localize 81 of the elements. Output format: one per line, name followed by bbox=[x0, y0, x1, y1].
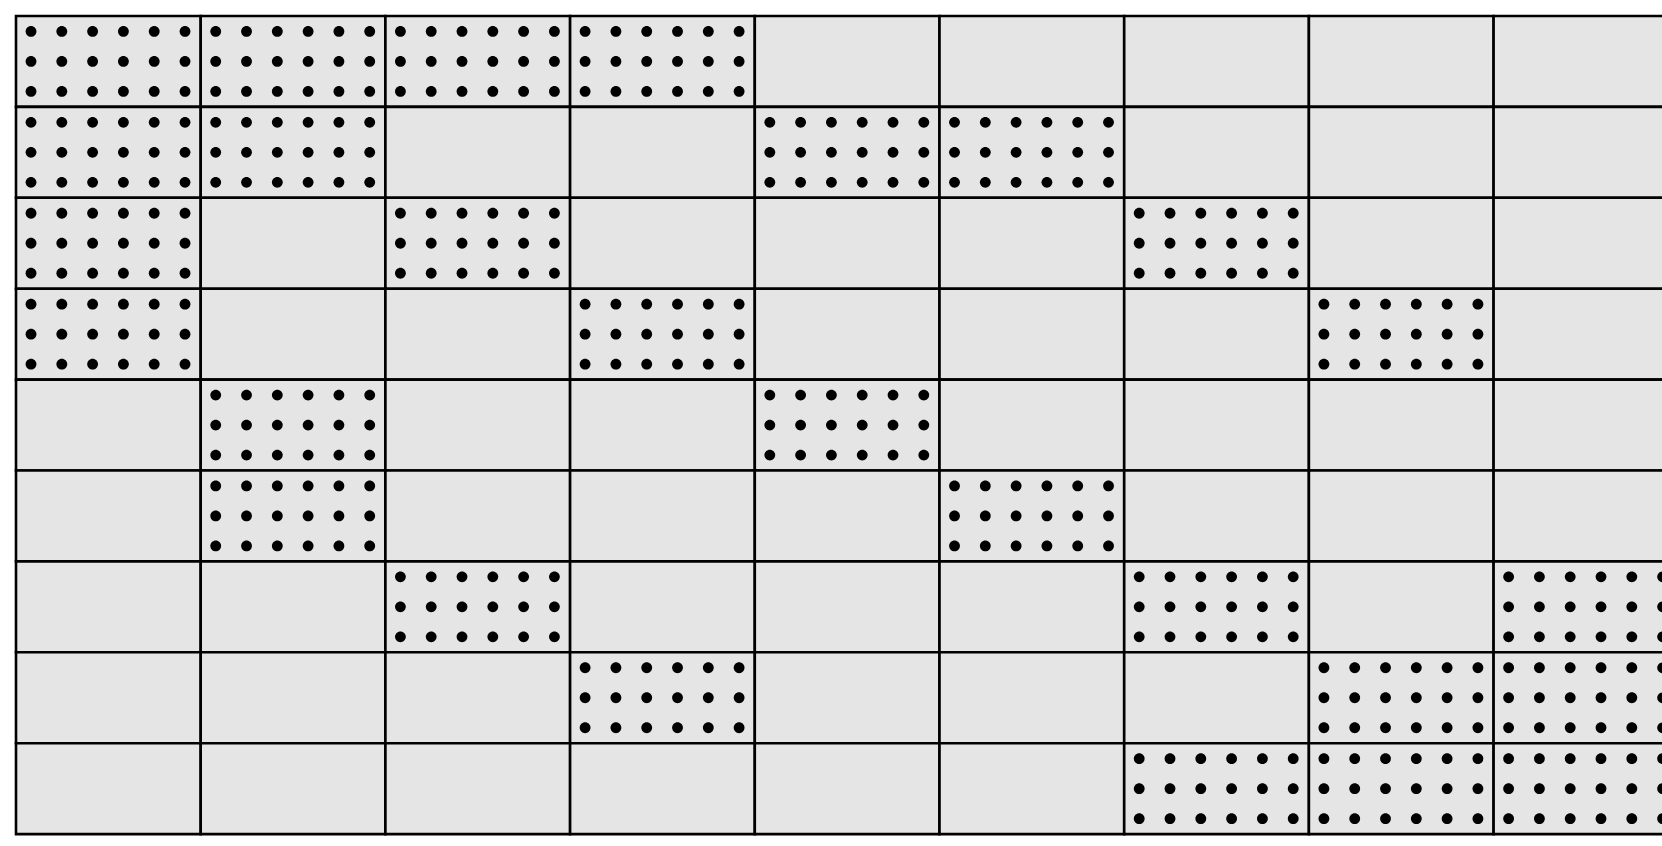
grid-cell bbox=[938, 287, 1126, 381]
grid-cell bbox=[753, 287, 941, 381]
grid-cell bbox=[1307, 469, 1495, 563]
grid-cell bbox=[14, 741, 202, 836]
grid-cell bbox=[199, 196, 387, 290]
grid-cell bbox=[1307, 105, 1495, 200]
grid-cell bbox=[1307, 196, 1495, 290]
dotted-cell bbox=[14, 287, 202, 381]
dotted-cell bbox=[384, 560, 572, 654]
grid-cell bbox=[1122, 287, 1311, 381]
grid-cell bbox=[1492, 14, 1662, 109]
grid-cell bbox=[384, 651, 572, 745]
dotted-cell bbox=[568, 14, 757, 109]
grid-cell bbox=[14, 469, 202, 563]
dotted-cell bbox=[1307, 741, 1495, 836]
grid-cell bbox=[938, 14, 1126, 109]
dotted-cell bbox=[14, 196, 202, 290]
grid-cell bbox=[199, 287, 387, 381]
dotted-cell bbox=[199, 105, 387, 200]
dotted-cell bbox=[1122, 196, 1311, 290]
dotted-cell bbox=[938, 469, 1126, 563]
dotted-cell bbox=[1122, 741, 1311, 836]
grid-cell bbox=[1307, 378, 1495, 472]
grid-cell bbox=[938, 651, 1126, 745]
grid-cell bbox=[938, 196, 1126, 290]
grid-cell bbox=[753, 741, 941, 836]
dotted-cell bbox=[1492, 651, 1662, 745]
dotted-cell bbox=[753, 105, 941, 200]
grid-cell bbox=[753, 651, 941, 745]
grid-cell bbox=[1492, 469, 1662, 563]
dotted-cell bbox=[199, 14, 387, 109]
dotted-cell bbox=[14, 14, 202, 109]
grid-cell bbox=[1122, 14, 1311, 109]
dotted-cell bbox=[384, 196, 572, 290]
dotted-cell bbox=[1122, 560, 1311, 654]
dotted-cell bbox=[14, 105, 202, 200]
grid-cell bbox=[938, 741, 1126, 836]
grid-cell bbox=[1122, 105, 1311, 200]
grid-cell bbox=[14, 378, 202, 472]
grid-cell bbox=[568, 196, 757, 290]
grid-cell bbox=[199, 651, 387, 745]
grid-cell bbox=[753, 196, 941, 290]
grid-cell bbox=[1122, 378, 1311, 472]
grid-cell bbox=[1492, 196, 1662, 290]
grid-cell bbox=[568, 741, 757, 836]
grid-cell bbox=[753, 469, 941, 563]
dotted-cell bbox=[568, 651, 757, 745]
grid-cell bbox=[384, 287, 572, 381]
grid-cell bbox=[1492, 105, 1662, 200]
grid-cell bbox=[753, 14, 941, 109]
dotted-cell bbox=[384, 14, 572, 109]
grid-cell bbox=[384, 741, 572, 836]
grid-cell bbox=[568, 469, 757, 563]
dotted-cell bbox=[938, 105, 1126, 200]
dotted-cell bbox=[1307, 287, 1495, 381]
grid-cell bbox=[1307, 560, 1495, 654]
grid-cell bbox=[384, 469, 572, 563]
grid-cell bbox=[199, 560, 387, 654]
grid-cell bbox=[384, 378, 572, 472]
grid-cell bbox=[1492, 378, 1662, 472]
dotted-cell bbox=[199, 469, 387, 563]
dotted-cell bbox=[568, 287, 757, 381]
grid-cell bbox=[1122, 469, 1311, 563]
grid-cell bbox=[568, 105, 757, 200]
dotted-cell bbox=[1307, 651, 1495, 745]
grid-cell bbox=[1492, 287, 1662, 381]
grid-cell bbox=[1307, 14, 1495, 109]
dotted-cell bbox=[753, 378, 941, 472]
dotted-cell bbox=[1492, 560, 1662, 654]
grid-cell bbox=[938, 560, 1126, 654]
grid-cell bbox=[938, 378, 1126, 472]
grid-cell bbox=[199, 741, 387, 836]
grid-cell bbox=[568, 560, 757, 654]
grid-cell bbox=[14, 560, 202, 654]
grid-cell bbox=[384, 105, 572, 200]
grid-cell bbox=[753, 560, 941, 654]
grid-cell bbox=[1122, 651, 1311, 745]
dotted-cell bbox=[1492, 741, 1662, 836]
grid-cell bbox=[14, 651, 202, 745]
dotted-cell bbox=[199, 378, 387, 472]
grid-cell bbox=[568, 378, 757, 472]
